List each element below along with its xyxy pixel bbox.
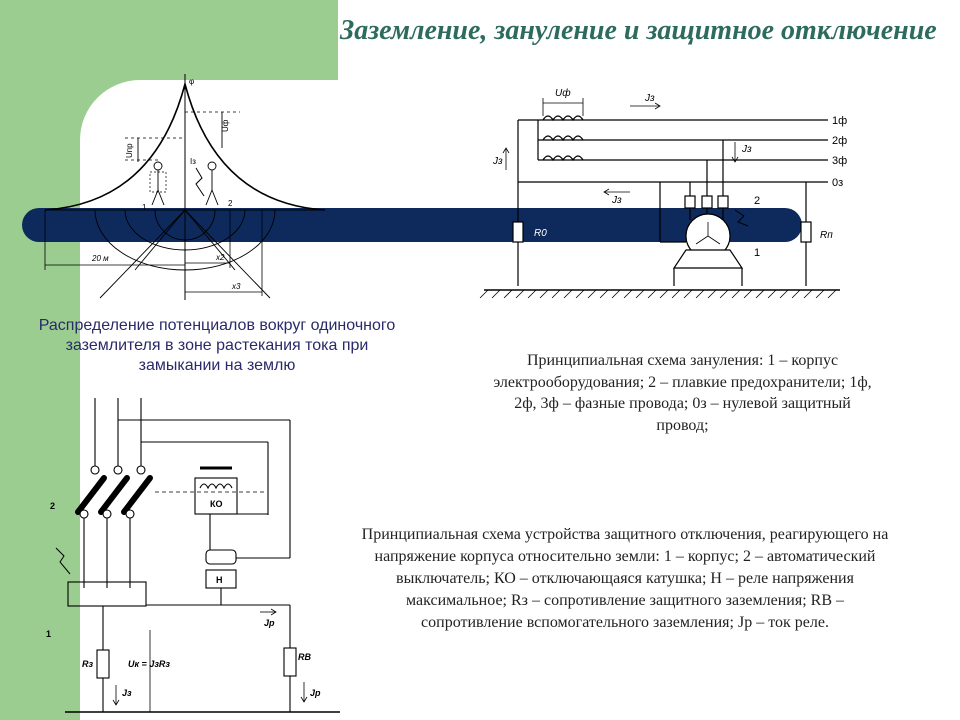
fig1-iz-label: Iз bbox=[190, 157, 196, 166]
fig2-phase2-label: 2ф bbox=[832, 135, 847, 147]
fig2-ground-hatch bbox=[479, 289, 837, 299]
figure1-caption: Распределение потенциалов вокруг одиночн… bbox=[38, 317, 396, 374]
fig3-h-label: Н bbox=[216, 575, 223, 585]
fig3-jp-bottom-label: Jр bbox=[310, 688, 321, 698]
fig2-jz-bottom-label: Jз bbox=[611, 195, 622, 206]
figure-potential-distribution bbox=[44, 74, 326, 300]
fig3-rz-label: Rз bbox=[82, 659, 93, 669]
figure2-caption: Принципиальная схема зануления: 1 – корп… bbox=[493, 352, 872, 434]
fig2-phase3-label: 3ф bbox=[832, 155, 847, 167]
fig2-two-label: 2 bbox=[754, 195, 760, 207]
fig3-jz-label: Jз bbox=[122, 688, 132, 698]
fig2-r0-label: R0 bbox=[534, 228, 547, 239]
fig2-jz-right-label: Jз bbox=[741, 144, 752, 155]
fig3-jp-top-label: Jр bbox=[264, 618, 275, 628]
fig1-distance-label: 20 м bbox=[91, 254, 109, 263]
fig2-jz-top-label: Jз bbox=[644, 93, 655, 104]
page-title: Заземление, зануление и защитное отключе… bbox=[340, 15, 937, 46]
fig1-x2-label: x2 bbox=[215, 253, 225, 262]
green-sidebar bbox=[0, 0, 80, 720]
fig1-uphi-label: Uф bbox=[221, 119, 230, 132]
figure-zeroing-scheme bbox=[484, 98, 840, 291]
fig2-uphi-label: Uф bbox=[555, 87, 571, 99]
figure-protective-shutdown bbox=[55, 398, 340, 713]
fig2-jz-left-label: Jз bbox=[492, 156, 503, 167]
fig2-phase1-label: 1ф bbox=[832, 115, 847, 127]
ground-strip bbox=[22, 208, 802, 242]
fig2-neutral-label: 0з bbox=[832, 177, 843, 189]
fig1-x3-label: x3 bbox=[231, 282, 241, 291]
green-header-band bbox=[80, 0, 338, 80]
fig2-one-label: 1 bbox=[754, 247, 760, 259]
fig3-rv-label: RВ bbox=[298, 652, 311, 662]
fig1-upr-label: Uпр bbox=[125, 143, 134, 158]
fig3-ko-label: КО bbox=[210, 499, 223, 509]
fig1-phi-label: φ bbox=[189, 77, 194, 86]
fig2-rn-label: Rп bbox=[820, 230, 833, 241]
fig3-uk-label: Uк = JзRз bbox=[128, 659, 170, 669]
fig3-one-label: 1 bbox=[46, 629, 51, 639]
fig1-one-label: 1 bbox=[142, 203, 147, 212]
fig3-two-label: 2 bbox=[50, 501, 55, 511]
fig1-two-label: 2 bbox=[228, 199, 233, 208]
figure3-caption: Принципиальная схема устройства защитног… bbox=[361, 526, 889, 631]
